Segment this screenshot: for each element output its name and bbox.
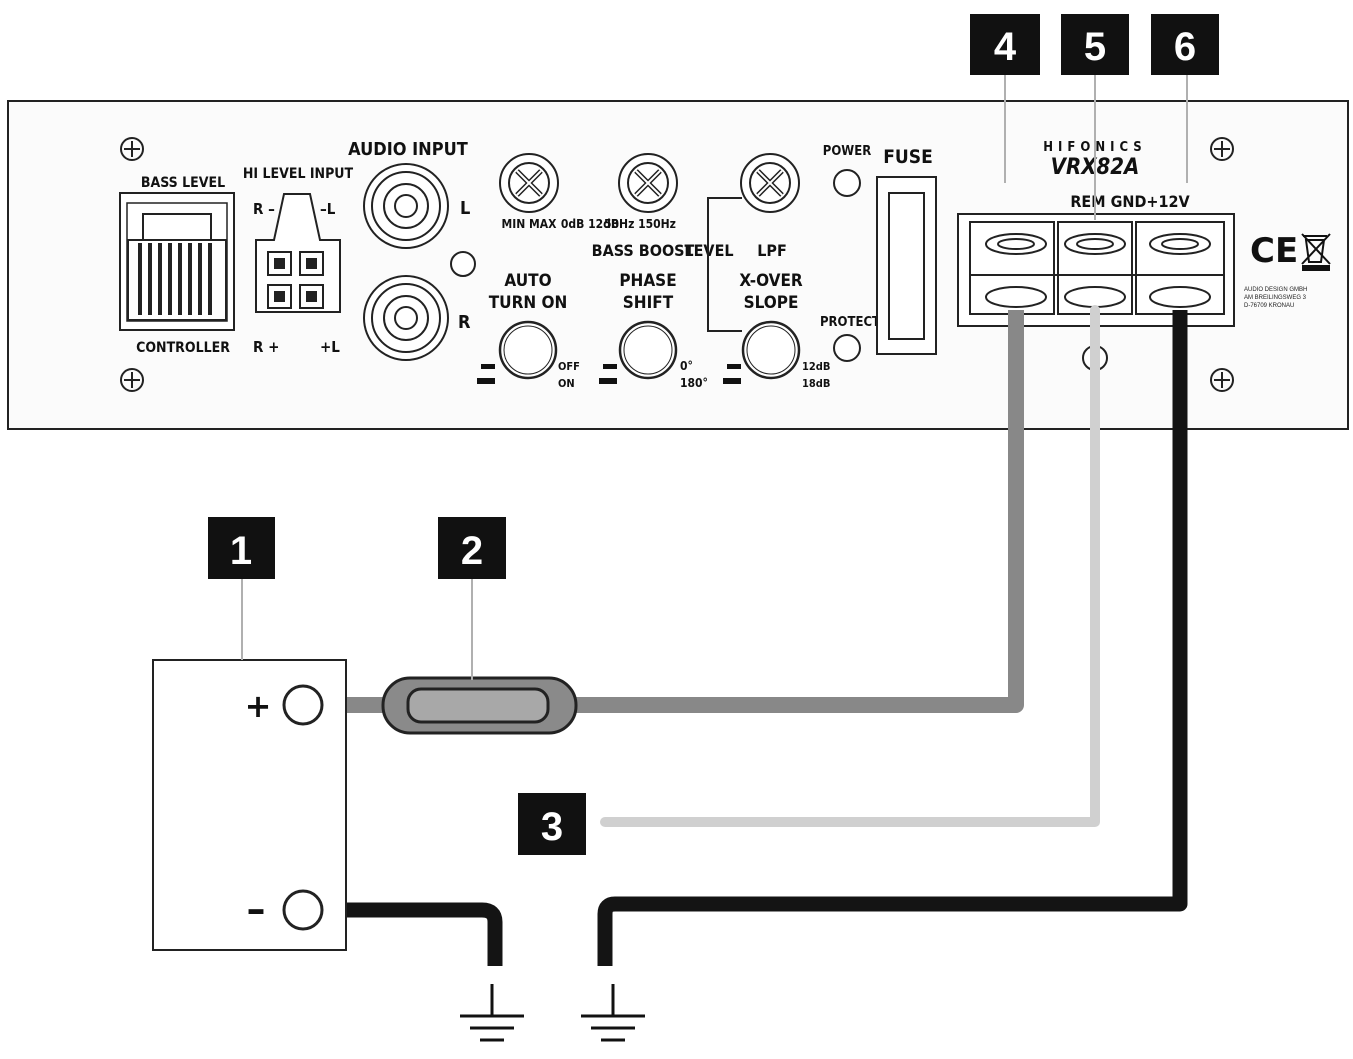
address-line-1: AUDIO DESIGN GMBH bbox=[1244, 287, 1307, 293]
auto-off-label: OFF bbox=[558, 360, 580, 373]
rca-left-label: L bbox=[460, 198, 470, 219]
svg-text:3: 3 bbox=[541, 805, 563, 849]
rca-left-jack[interactable] bbox=[363, 163, 449, 249]
callout-4: 4 bbox=[970, 14, 1040, 75]
slope-12db-label: 12dB bbox=[802, 360, 830, 373]
terminal-screw-12v[interactable] bbox=[1149, 233, 1211, 308]
phase-shift-label-1: PHASE bbox=[619, 271, 676, 291]
callout-2: 2 bbox=[438, 517, 506, 579]
hi-level-minus-l: –L bbox=[320, 200, 336, 218]
screw-icon bbox=[1210, 368, 1234, 392]
terminal-screw-gnd[interactable] bbox=[1064, 233, 1126, 308]
amp-ground-wire bbox=[597, 310, 1188, 966]
xover-slope-label-2: SLOPE bbox=[744, 293, 799, 313]
fuse-label: FUSE bbox=[883, 146, 933, 168]
screw-icon bbox=[120, 137, 144, 161]
weee-bin-icon bbox=[1301, 233, 1331, 271]
auto-on-label: ON bbox=[558, 377, 575, 390]
svg-text:1: 1 bbox=[230, 529, 252, 573]
svg-text:2: 2 bbox=[461, 529, 483, 573]
battery-minus-label: – bbox=[247, 887, 266, 931]
bass-level-scale: MIN MAX bbox=[502, 217, 558, 231]
svg-text:4: 4 bbox=[994, 25, 1017, 69]
remote-wire bbox=[600, 305, 1100, 827]
slope-18db-label: 18dB bbox=[802, 377, 830, 390]
controller-label: CONTROLLER bbox=[136, 340, 230, 356]
bass-boost-knob[interactable] bbox=[618, 153, 678, 213]
protect-led-label: PROTECT bbox=[820, 315, 880, 330]
svg-text:5: 5 bbox=[1084, 25, 1106, 69]
power-led-label: POWER bbox=[823, 144, 871, 159]
rca-right-jack[interactable] bbox=[363, 275, 449, 361]
switch-position-marks bbox=[599, 364, 617, 384]
callout-6: 6 bbox=[1151, 14, 1219, 75]
battery-positive-terminal[interactable] bbox=[282, 684, 324, 726]
inline-fuse bbox=[381, 676, 578, 735]
phase-0-label: 0° bbox=[680, 359, 693, 373]
battery-plus-label: + bbox=[245, 687, 272, 725]
hi-level-r-plus: R + bbox=[253, 338, 279, 356]
address-line-3: D-76709 KRONAU bbox=[1244, 303, 1294, 309]
screw-icon bbox=[1210, 137, 1234, 161]
audio-input-label: AUDIO INPUT bbox=[348, 139, 468, 160]
auto-turn-on-label-2: TURN ON bbox=[489, 293, 568, 313]
callout-leaders bbox=[241, 73, 1188, 680]
battery-negative-terminal[interactable] bbox=[282, 889, 324, 931]
address-line-2: AM BREILINGSWEG 3 bbox=[1244, 295, 1307, 301]
callout-3: 3 bbox=[518, 793, 586, 855]
hi-level-plus-l: +L bbox=[320, 338, 340, 356]
phase-180-label: 180° bbox=[680, 376, 708, 390]
rca-right-label: R bbox=[458, 312, 471, 333]
hi-level-r-minus: R – bbox=[253, 200, 275, 218]
ground-icon bbox=[581, 984, 645, 1042]
ground-icon bbox=[460, 984, 524, 1042]
indicator-hole bbox=[450, 251, 476, 277]
hi-level-input-label: HI LEVEL INPUT bbox=[243, 166, 354, 182]
xover-slope-switch[interactable] bbox=[741, 320, 801, 380]
protect-led bbox=[833, 334, 861, 362]
lpf-label: LPF bbox=[757, 241, 787, 260]
svg-text:6: 6 bbox=[1174, 25, 1196, 69]
brand-name: HIFONICS bbox=[1043, 140, 1146, 155]
battery-ground-wire bbox=[316, 902, 503, 966]
bass-boost-scale-db: 0dB 12dB bbox=[561, 217, 619, 231]
switch-position-marks bbox=[723, 364, 741, 384]
callout-1: 1 bbox=[208, 517, 275, 579]
auto-turn-on-switch[interactable] bbox=[498, 320, 558, 380]
bass-boost-scale-hz: 50Hz 150Hz bbox=[604, 217, 676, 231]
lpf-xover-bracket bbox=[707, 197, 742, 332]
phase-shift-switch[interactable] bbox=[618, 320, 678, 380]
controller-jack[interactable] bbox=[119, 192, 235, 331]
auto-turn-on-label-1: AUTO bbox=[504, 271, 551, 291]
bass-level-knob[interactable] bbox=[499, 153, 559, 213]
phase-shift-label-2: SHIFT bbox=[623, 293, 674, 313]
terminal-labels: REM GND+12V bbox=[1070, 192, 1190, 211]
fuse-holder[interactable] bbox=[876, 176, 937, 355]
switch-position-marks bbox=[477, 364, 495, 384]
hi-level-input-connector[interactable] bbox=[255, 193, 341, 313]
callout-5: 5 bbox=[1061, 14, 1129, 75]
screw-icon bbox=[120, 368, 144, 392]
bass-boost-label: BASS BOOST bbox=[592, 241, 695, 260]
ce-mark-icon: CE bbox=[1250, 231, 1298, 271]
xover-slope-label-1: X-OVER bbox=[739, 271, 803, 291]
terminal-screw-rem[interactable] bbox=[985, 233, 1047, 308]
lpf-knob[interactable] bbox=[740, 153, 800, 213]
power-led bbox=[833, 169, 861, 197]
bass-level-label: BASS LEVEL bbox=[141, 175, 225, 191]
